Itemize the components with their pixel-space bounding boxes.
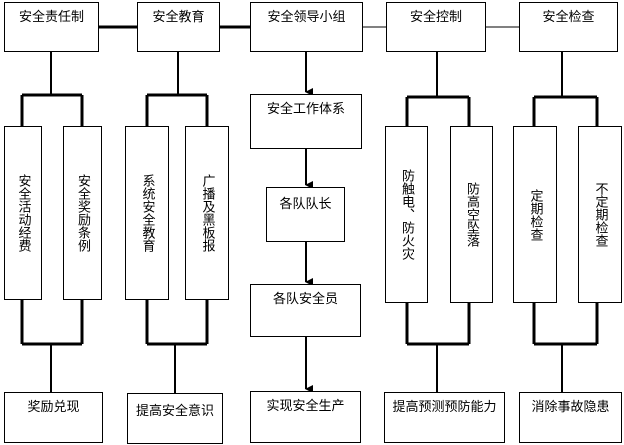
node-safety-education: 安全教育 [137, 2, 220, 52]
node-broadcast-and-blackboard: 广播及黑板报 [185, 126, 229, 300]
node-fall-prevention: 防高空坠落 [450, 126, 493, 303]
node-safety-reward-rules: 安全奖励条例 [63, 126, 102, 300]
node-system-safety-education: 系统安全教育 [125, 126, 169, 300]
node-improve-safety-awareness: 提高安全意识 [127, 393, 223, 444]
node-safety-work-system: 安全工作体系 [250, 94, 362, 149]
node-team-safety-officers: 各队安全员 [250, 284, 361, 337]
node-irregular-inspection: 不定期检查 [578, 126, 622, 303]
node-safety-leadership-group: 安全领导小组 [250, 2, 363, 52]
node-electric-fire-prevention: 防触电、防火灾 [385, 126, 428, 303]
node-team-leaders: 各队队长 [266, 187, 345, 242]
node-safety-activity-funds: 安全活动经费 [4, 126, 42, 300]
node-safety-control: 安全控制 [386, 2, 486, 52]
node-achieve-safe-production: 实现安全生产 [250, 391, 361, 443]
node-regular-inspection: 定期检查 [513, 126, 557, 303]
node-eliminate-hazards: 消除事故隐患 [519, 392, 622, 443]
node-safety-inspection: 安全检查 [519, 2, 618, 52]
node-reward-fulfillment: 奖励兑现 [4, 392, 103, 443]
node-safety-responsibility: 安全责任制 [4, 2, 99, 52]
node-improve-prediction-ability: 提高预测预防能力 [384, 392, 505, 443]
